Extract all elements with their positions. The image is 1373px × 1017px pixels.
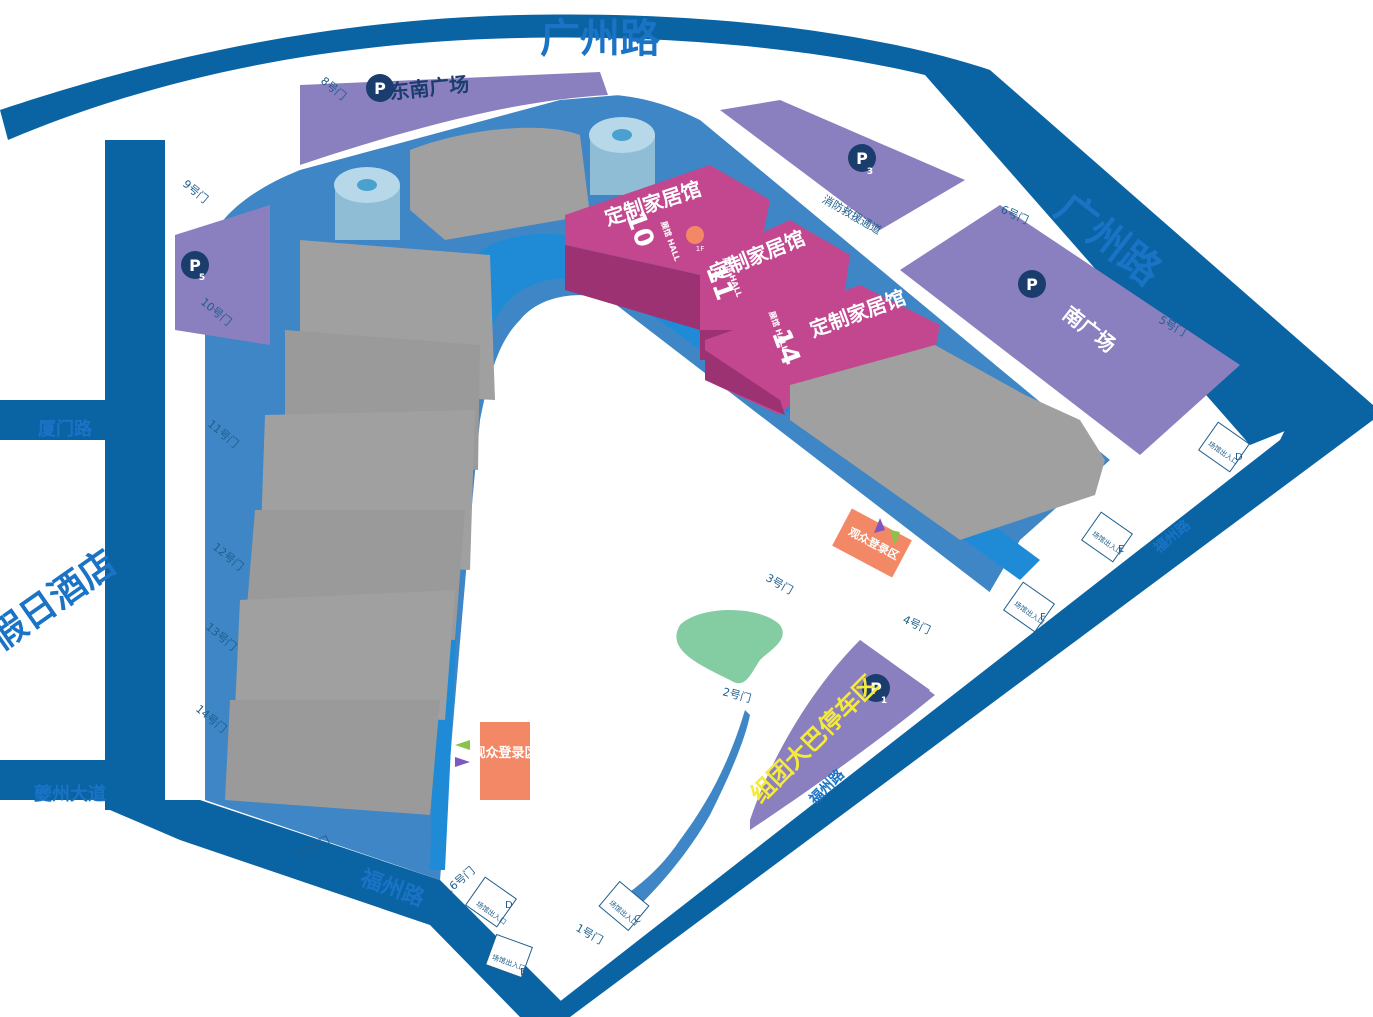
outer-roads — [0, 14, 1373, 1017]
svg-text:D: D — [505, 900, 513, 911]
inner-plaza — [440, 295, 1000, 880]
parking-p1-icon — [862, 674, 890, 702]
svg-text:D: D — [1235, 452, 1243, 463]
parking-p5-p: P — [189, 256, 201, 275]
parking-p3-num: 3 — [867, 167, 873, 177]
parking-p5-num: 5 — [199, 273, 205, 283]
road-xiamen — [0, 400, 125, 440]
venue-entrances: D 场馆出入口 E 场馆出入口 C 场馆出入口 F 场馆出入口 E 场馆出入口 … — [464, 421, 1251, 979]
road-left-vertical — [105, 140, 165, 810]
halls — [565, 165, 940, 415]
tank-right-hole — [612, 129, 632, 141]
entrance-e-bottom[interactable]: E 场馆出入口 — [485, 933, 533, 979]
parking-p3 — [720, 100, 965, 230]
floor-marker-label: 1F — [696, 245, 704, 253]
building-5 — [235, 590, 455, 720]
svg-text:C: C — [634, 914, 641, 925]
pond — [676, 610, 783, 684]
arrow-out-2 — [874, 518, 885, 533]
registration-arrows — [455, 518, 900, 767]
road-fuzhou-right — [540, 410, 1373, 1017]
svg-text:E: E — [1118, 544, 1124, 555]
entrance-d-right[interactable]: D 场馆出入口 — [1197, 421, 1251, 473]
registration-area-1 — [480, 722, 530, 800]
hall-10 — [565, 165, 770, 275]
registration-areas — [480, 508, 912, 800]
parking-south-plaza — [900, 205, 1240, 455]
arrow-out-1 — [455, 757, 470, 767]
svg-text:E: E — [520, 967, 526, 978]
arrow-in-2 — [890, 530, 900, 545]
registration-label-1: 观众登录区 — [472, 745, 537, 761]
parking-southeast-icon — [366, 74, 394, 102]
tank-left-hole — [357, 179, 377, 191]
building-east — [790, 345, 1105, 540]
parking-p1-p: P — [870, 679, 882, 698]
water-tanks — [334, 117, 655, 240]
hall-14 — [705, 285, 940, 415]
road-label-guangzhou-top: 广州路 — [540, 16, 661, 62]
parking-south-icon — [1018, 270, 1046, 298]
parking-south-p: P — [1026, 275, 1038, 294]
registration-area-2 — [832, 508, 912, 578]
entrance-c[interactable]: C 场馆出入口 — [598, 880, 650, 932]
parking-p5-icon — [181, 251, 209, 279]
road-guangzhou — [0, 14, 1373, 445]
floor-marker-icon — [686, 226, 704, 244]
road-fuzhou-bottom — [110, 760, 570, 1017]
arrow-in-1 — [455, 740, 470, 750]
road-label-kuizhou: 夔州大道 — [33, 783, 106, 805]
parking-p3-icon — [848, 144, 876, 172]
road-kuizhou — [0, 760, 110, 800]
parking-p3-p: P — [856, 149, 868, 168]
building-top-centre — [410, 127, 590, 240]
hall-10-side — [565, 245, 700, 330]
parking-southeast-p: P — [374, 79, 386, 98]
road-label-xiamen: 厦门路 — [38, 418, 93, 440]
entrance-e-right[interactable]: E 场馆出入口 — [1080, 511, 1134, 563]
building-6 — [225, 700, 440, 815]
gate-1[interactable]: 1号门 — [574, 920, 606, 947]
parking-p5 — [175, 205, 270, 345]
hall-14-side — [705, 350, 785, 415]
svg-text:F: F — [1040, 612, 1046, 623]
parking-p1-num: 1 — [881, 696, 887, 706]
left-hall-block — [225, 240, 495, 815]
